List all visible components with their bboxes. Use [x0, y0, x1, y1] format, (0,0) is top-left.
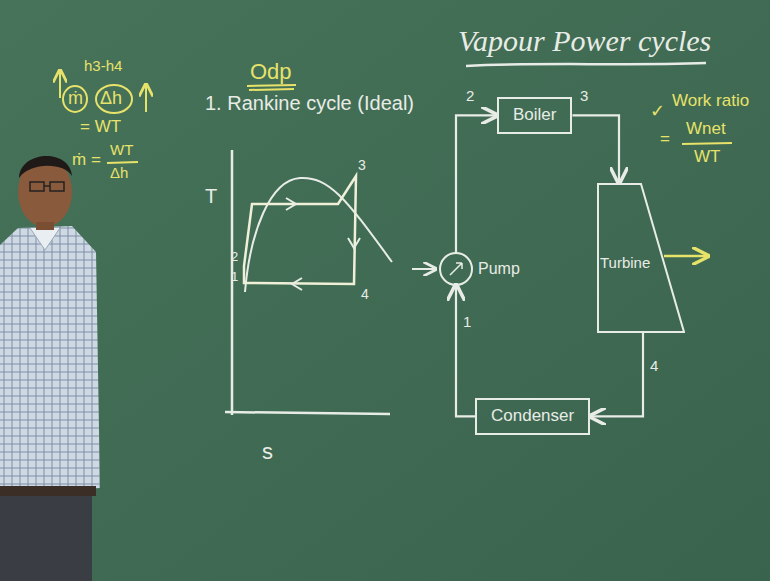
emphasis-circle: [63, 86, 87, 112]
saturation-dome: [245, 178, 392, 292]
title-underline: [466, 63, 706, 66]
emphasis-circle: [96, 85, 132, 113]
pump-mark: [450, 263, 462, 275]
formula-term: Δh: [100, 89, 122, 109]
pump-symbol: Pump: [438, 251, 520, 287]
increase-arrow: [59, 70, 61, 98]
check-mark: ✓: [650, 102, 665, 122]
lecturer-figure: [0, 156, 100, 581]
boiler-box: Boiler: [497, 97, 572, 134]
state-number: 2: [466, 88, 474, 105]
annotation: Work ratio: [672, 92, 749, 111]
flow-arrow: [292, 278, 302, 290]
flow-line: [456, 285, 475, 416]
section-heading: 1. Rankine cycle (Ideal): [205, 92, 414, 114]
formula-term: = WT: [80, 118, 121, 137]
turbine-work-arrow: [664, 255, 708, 258]
formula-term: Wnet: [686, 120, 726, 139]
formula-term: h3-h4: [84, 58, 122, 75]
state-number: 1: [231, 270, 238, 284]
rankine-cycle: [244, 176, 356, 284]
pump-circle: [440, 253, 472, 285]
formula-term: Δh: [110, 165, 128, 182]
state-number: 4: [361, 287, 369, 302]
node-label: Condenser: [491, 407, 574, 426]
state-number: 3: [358, 158, 366, 173]
condenser-box: Condenser: [475, 398, 590, 435]
formula-term: WT: [110, 142, 133, 159]
turbine-outline: [598, 184, 684, 332]
pump-circle: [438, 251, 474, 287]
ts-diagram: [225, 150, 392, 415]
pump-work-arrow: [412, 268, 436, 270]
state-number: 1: [463, 314, 471, 331]
annotation: =: [660, 130, 670, 149]
turbine-shape: Turbine: [597, 183, 685, 333]
flow-line: [572, 115, 619, 183]
entropy-axis: [225, 412, 390, 414]
state-number: 3: [580, 88, 588, 105]
fraction-line: [107, 162, 138, 163]
odp-underline: [247, 85, 296, 90]
fraction-line: [682, 143, 732, 144]
board-title: Vapour Power cycles: [458, 24, 711, 57]
flow-line: [456, 115, 497, 253]
node-label: Pump: [478, 260, 520, 278]
annotation: Odp: [250, 60, 292, 84]
state-number: 4: [650, 358, 658, 375]
formula-term: ṁ: [68, 89, 83, 109]
axis-label: T: [205, 185, 217, 207]
flow-arrow: [286, 198, 296, 210]
flow-line: [590, 333, 643, 416]
node-label: Boiler: [513, 106, 556, 125]
formula-term: WT: [694, 148, 720, 167]
formula-term: ṁ =: [72, 151, 101, 170]
increase-arrow: [145, 84, 147, 112]
axis-label: s: [262, 440, 273, 464]
flow-arrow: [348, 238, 360, 248]
state-number: 2: [231, 250, 238, 264]
node-label: Turbine: [600, 255, 650, 272]
